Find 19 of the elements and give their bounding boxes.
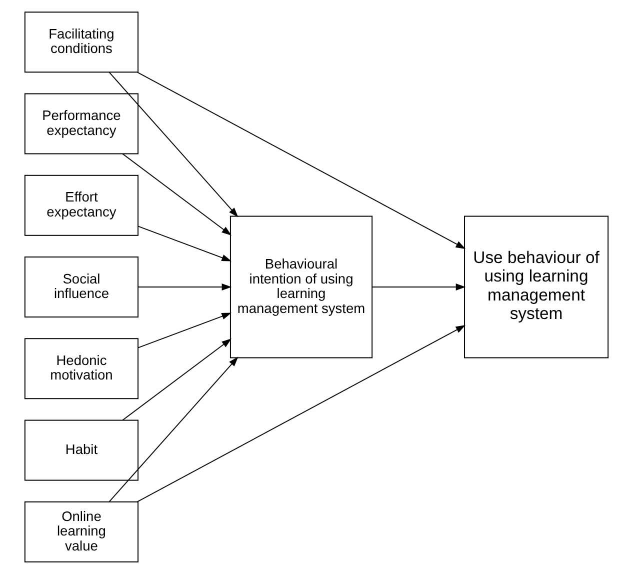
node-box: Online learning value — [24, 501, 138, 562]
node-box: Habit — [24, 420, 138, 481]
node-box: Facilitating conditions — [24, 12, 138, 73]
arrow — [136, 72, 466, 249]
arrow — [136, 325, 466, 502]
arrow — [137, 226, 232, 262]
node-box: Behavioural intention of using learning management system — [229, 216, 372, 358]
node-box: Hedonic motivation — [24, 338, 138, 400]
arrow — [122, 153, 232, 236]
node-box: Effort expectancy — [24, 174, 138, 236]
node-box: Performance expectancy — [24, 93, 138, 154]
arrow — [137, 284, 232, 290]
arrow — [371, 284, 466, 290]
arrow — [137, 312, 232, 348]
arrow — [122, 338, 232, 421]
arrow — [108, 72, 238, 218]
node-box: Social influence — [24, 256, 138, 318]
node-box: Use behaviour of using learning management system — [464, 216, 608, 358]
arrow — [108, 356, 238, 502]
